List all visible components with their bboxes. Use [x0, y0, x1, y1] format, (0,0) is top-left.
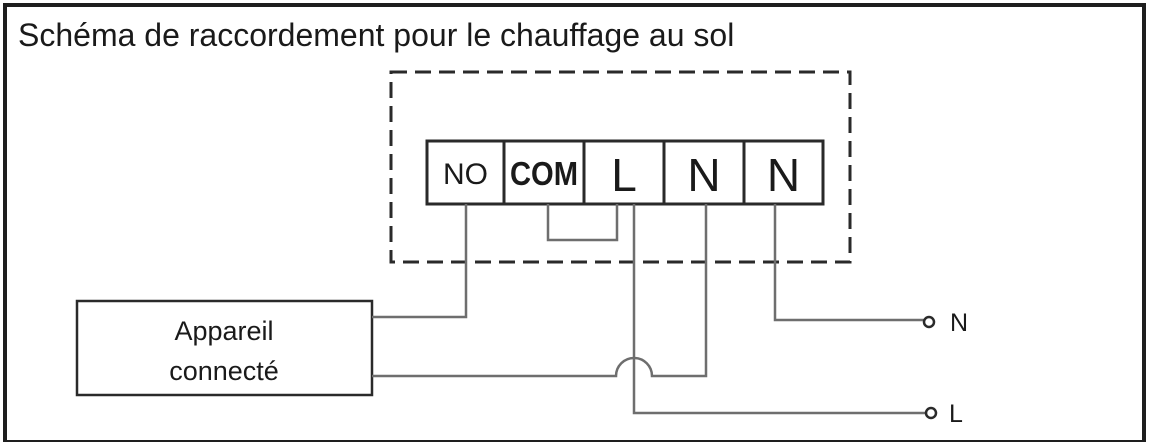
- supply-n-terminal-icon: [922, 315, 936, 329]
- terminal-block: NO COM L N N: [425, 139, 825, 206]
- wire-no-to-device: [372, 204, 468, 319]
- terminal-n2-label: N: [767, 149, 800, 201]
- com-l-jumper: [546, 204, 619, 242]
- wire-l-to-supply: [632, 204, 926, 415]
- supply-n-label: N: [950, 309, 968, 337]
- terminal-n1-label: N: [687, 149, 720, 201]
- terminal-n2: [742, 139, 825, 206]
- terminal-l-label: L: [611, 149, 637, 201]
- wire-n2-to-supply: [773, 204, 924, 322]
- wire-n1-to-device: [372, 204, 708, 378]
- supply-l-terminal-icon: [924, 406, 938, 420]
- supply-l-label: L: [949, 400, 963, 428]
- connected-device-box: [75, 299, 374, 397]
- connected-device-label-line1: Appareil: [174, 316, 273, 346]
- outer-frame: [3, 3, 1146, 442]
- terminal-no-label: NO: [443, 158, 488, 191]
- terminal-com-label: COM: [510, 155, 578, 192]
- connected-device-label-line2: connecté: [169, 356, 279, 386]
- diagram-title: Schéma de raccordement pour le chauffage…: [18, 17, 734, 53]
- thermostat-enclosure: [389, 70, 852, 264]
